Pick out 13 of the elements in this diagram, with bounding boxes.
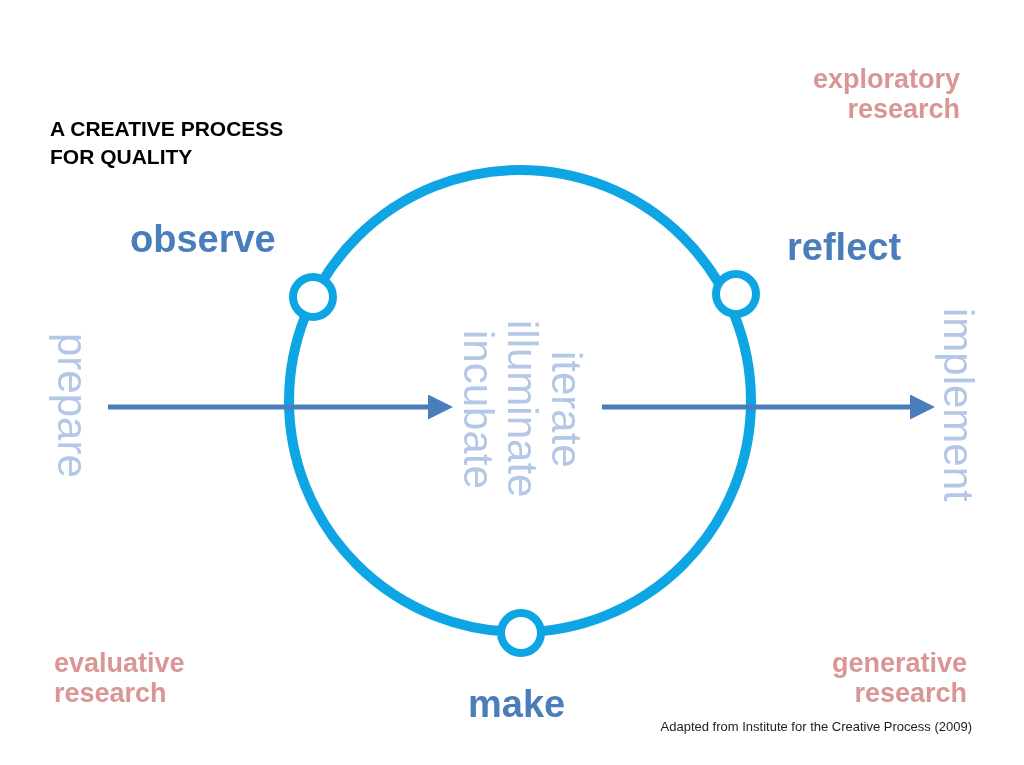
step-label: make	[468, 683, 566, 726]
caption: Adapted from Institute for the Creative Process (2009)	[660, 719, 972, 734]
step-label: reflect	[787, 226, 902, 269]
stage-label: prepare	[50, 320, 94, 490]
stage-label: implement	[934, 290, 980, 520]
arrow	[602, 394, 935, 420]
research-label: generative research	[830, 648, 967, 708]
research-label: evaluative research	[54, 648, 186, 708]
step-label: observe	[130, 218, 276, 261]
title: A CREATIVE PROCESS FOR QUALITY	[50, 116, 285, 170]
arrow	[108, 394, 453, 420]
stage-label: iterate illuminate incubate	[452, 306, 588, 512]
research-label: exploratory research	[811, 64, 960, 124]
